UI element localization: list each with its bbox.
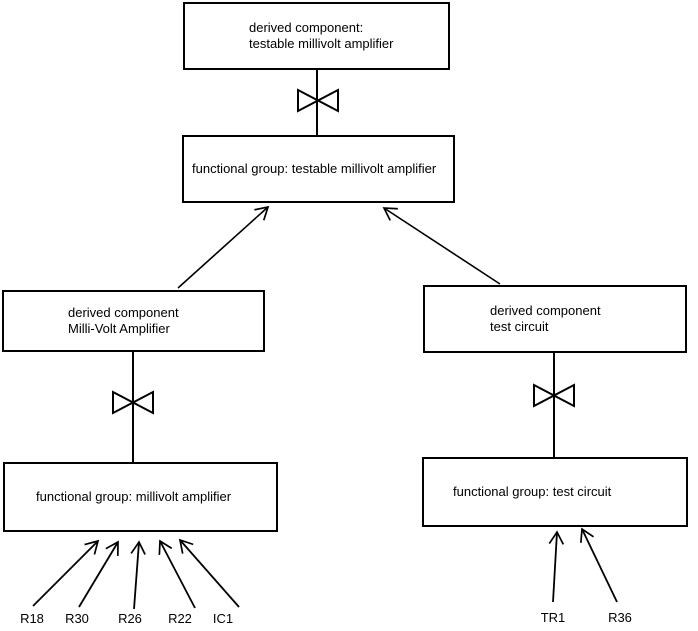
leaf-label-tr1: TR1 (540, 610, 566, 625)
node-label-line2: testable millivolt amplifier (249, 36, 394, 51)
arrow-r22-to-fg-mva (158, 539, 196, 609)
leaf-label-r22: R22 (168, 611, 192, 626)
node-derived-component-testable-millivolt-amplifier: derived component: testable millivolt am… (183, 2, 450, 70)
node-label-line1: derived component: (249, 20, 364, 35)
arrow-r36-to-fg-tc (580, 527, 618, 603)
node-label-line1: derived component (490, 303, 601, 318)
node-functional-group-testable-millivolt-amplifier: functional group: testable millivolt amp… (182, 135, 455, 203)
arrow-ic1-to-fg-mva (178, 538, 240, 608)
arrow-tr1-to-fg-tc (548, 530, 565, 603)
connector-top-derived-to-fg (297, 70, 339, 135)
arrow-derived-tc-to-fg-testable (382, 207, 501, 285)
node-label-line2: Milli-Volt Amplifier (68, 321, 170, 336)
bowtie-icon (297, 88, 339, 113)
leaf-label-r18: R18 (20, 611, 44, 626)
arrow-r26-to-fg-mva (130, 540, 146, 610)
node-derived-component-milli-volt-amplifier: derived component Milli-Volt Amplifier (2, 290, 265, 352)
bowtie-icon (112, 390, 154, 415)
node-functional-group-millivolt-amplifier: functional group: millivolt amplifier (3, 462, 278, 532)
node-label-line2: test circuit (490, 319, 549, 334)
leaf-label-r30: R30 (65, 611, 89, 626)
connector-derived-tc-to-fg-tc (533, 353, 575, 457)
arrow-r30-to-fg-mva (78, 540, 119, 608)
bowtie-icon (533, 383, 575, 408)
arrow-r18-to-fg-mva (32, 539, 100, 607)
node-functional-group-test-circuit: functional group: test circuit (422, 457, 688, 527)
node-derived-component-test-circuit: derived component test circuit (423, 285, 687, 353)
node-label: functional group: millivolt amplifier (36, 489, 232, 504)
leaf-label-ic1: IC1 (212, 611, 234, 626)
node-label: functional group: testable millivolt amp… (192, 161, 437, 176)
leaf-label-r36: R36 (608, 610, 632, 625)
connector-derived-mva-to-fg-mva (112, 352, 154, 462)
leaf-label-r26: R26 (118, 611, 142, 626)
node-label-line1: derived component (68, 305, 179, 320)
arrow-derived-mva-to-fg-testable (177, 205, 270, 289)
node-label: functional group: test circuit (453, 484, 612, 499)
